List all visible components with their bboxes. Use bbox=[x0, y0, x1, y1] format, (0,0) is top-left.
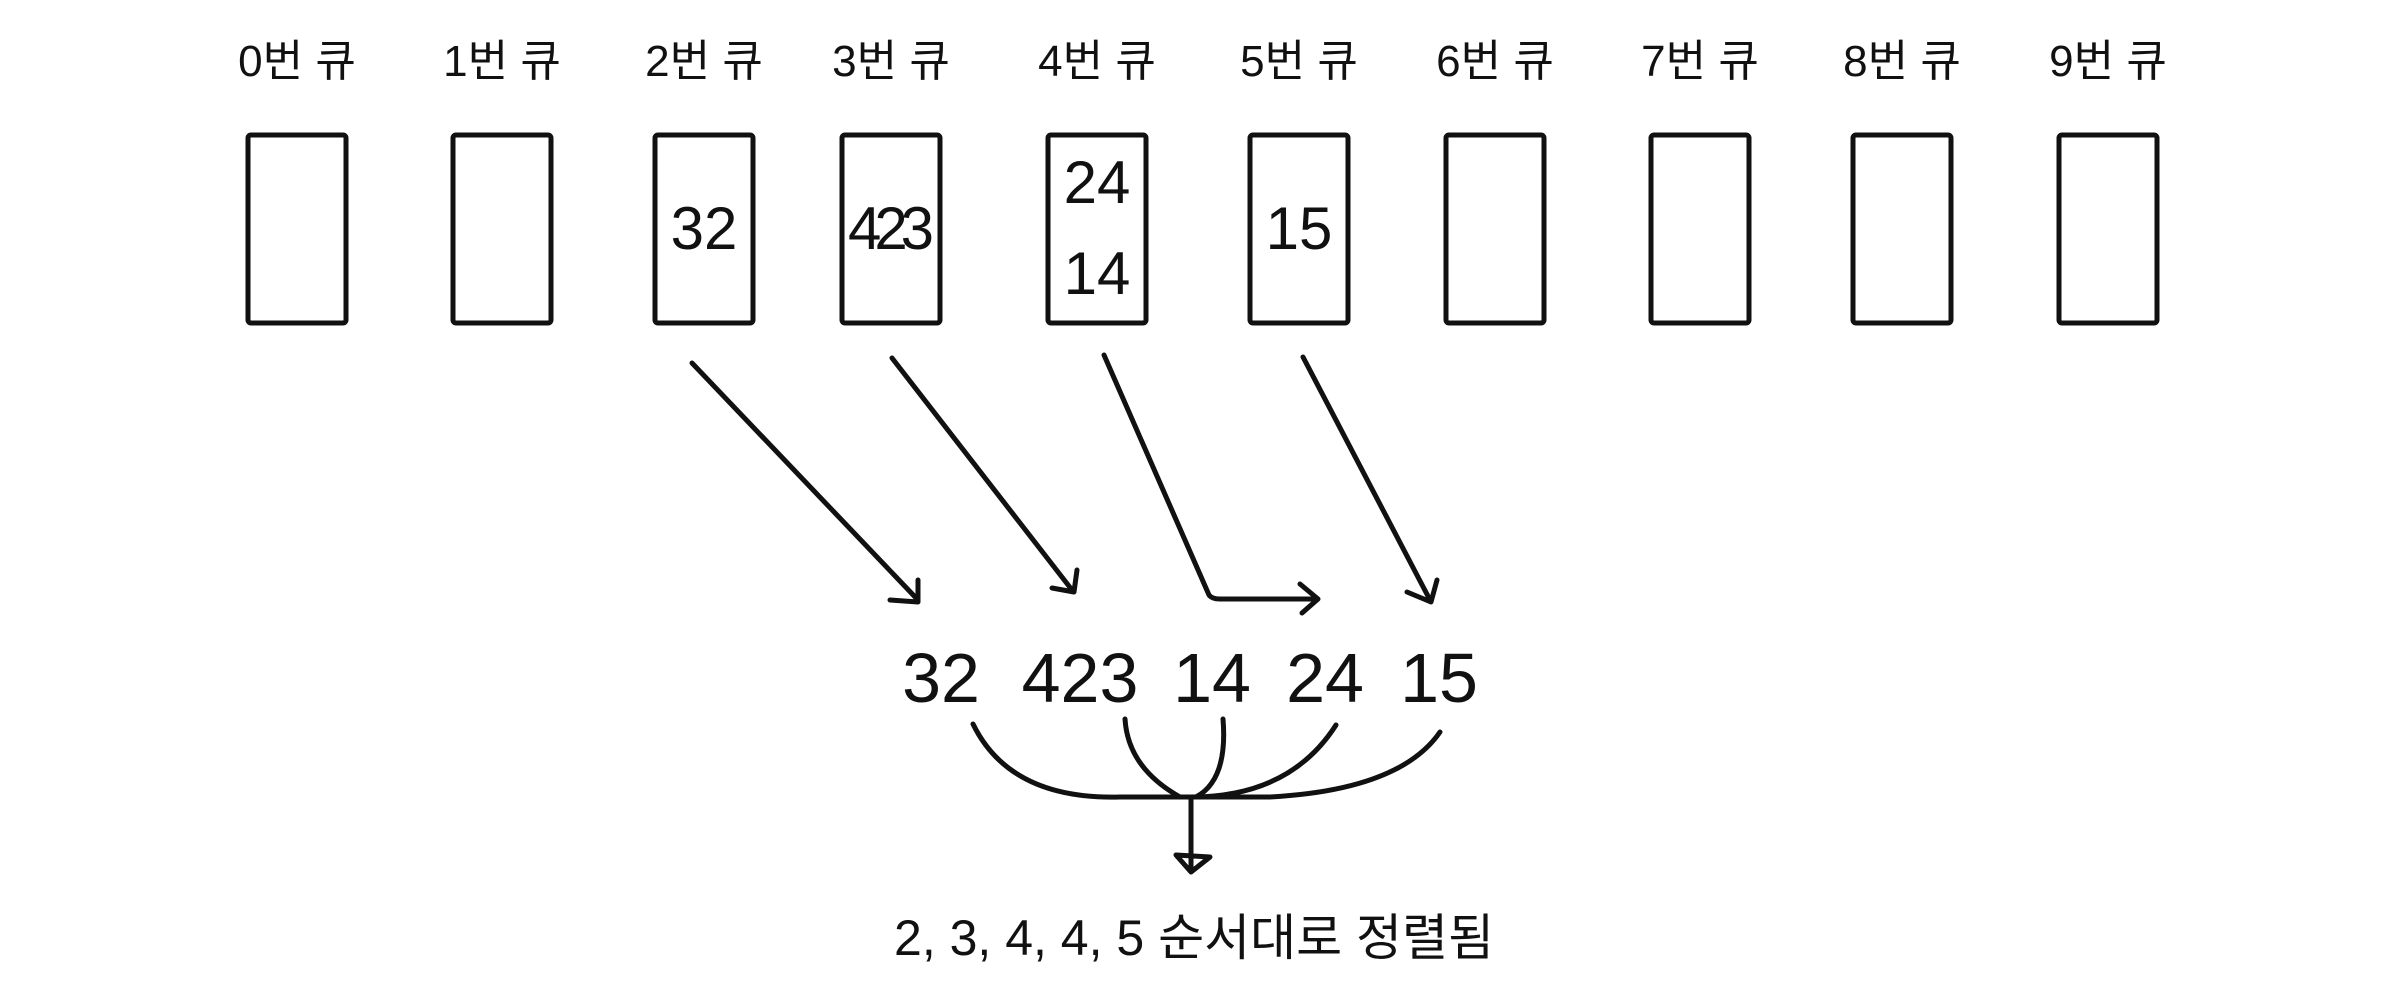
queue-box bbox=[839, 132, 943, 326]
queue-label: 5번 큐 bbox=[1240, 37, 1358, 86]
queue-box bbox=[2056, 132, 2160, 326]
queue-6: 6번 큐 bbox=[1436, 37, 1554, 326]
queue-box bbox=[245, 132, 349, 326]
queue-item: 32 bbox=[671, 195, 738, 262]
output-item: 15 bbox=[1400, 639, 1478, 717]
queue-label: 7번 큐 bbox=[1641, 37, 1759, 86]
arrow-queue-5 bbox=[1300, 354, 1440, 605]
merge-curve bbox=[1188, 729, 1443, 800]
queue-3: 3번 큐 423 bbox=[832, 37, 950, 326]
queue-label: 4번 큐 bbox=[1038, 37, 1156, 86]
queue-label: 9번 큐 bbox=[2049, 37, 2167, 86]
queue-label: 6번 큐 bbox=[1436, 37, 1554, 86]
output-item: 423 bbox=[1022, 639, 1139, 717]
queue-box bbox=[1443, 132, 1547, 326]
queue-5: 5번 큐 15 bbox=[1240, 37, 1358, 326]
queue-box bbox=[1850, 132, 1954, 326]
queue-box bbox=[652, 132, 756, 326]
queue-item: 15 bbox=[1266, 195, 1333, 262]
queue-item: 24 bbox=[1064, 149, 1131, 216]
queue-1: 1번 큐 bbox=[443, 37, 561, 326]
merge-curve bbox=[970, 721, 1194, 800]
merge-curve bbox=[1188, 722, 1339, 800]
queue-7: 7번 큐 bbox=[1641, 37, 1759, 326]
queue-item: 423 bbox=[848, 195, 934, 262]
merge-curve bbox=[1122, 716, 1183, 800]
output-item: 24 bbox=[1286, 639, 1364, 717]
queue-label: 0번 큐 bbox=[238, 37, 356, 86]
queue-box bbox=[450, 132, 554, 326]
output-sequence: 32 423 14 24 15 bbox=[902, 639, 1478, 717]
queue-4: 4번 큐 24 14 bbox=[1038, 37, 1156, 326]
queue-item: 14 bbox=[1064, 240, 1131, 307]
queue-label: 8번 큐 bbox=[1843, 37, 1961, 86]
queue-label: 2번 큐 bbox=[645, 37, 763, 86]
caption: 2, 3, 4, 4, 5 순서대로 정렬됨 bbox=[894, 910, 1494, 966]
queues: 0번 큐 1번 큐 2번 큐 32 3번 큐 423 4번 큐 24 14 5번 큐 15 6번 큐 7… bbox=[238, 37, 2167, 326]
down-arrow bbox=[1173, 794, 1213, 875]
queue-label: 1번 큐 bbox=[443, 37, 561, 86]
arrow-queue-3 bbox=[889, 355, 1080, 595]
queue-9: 9번 큐 bbox=[2049, 37, 2167, 326]
queue-2: 2번 큐 32 bbox=[645, 37, 763, 326]
arrow-queue-4 bbox=[1101, 352, 1321, 616]
dequeue-arrows bbox=[689, 352, 1440, 616]
output-item: 14 bbox=[1173, 639, 1251, 717]
merge-curve bbox=[1193, 716, 1227, 800]
output-item: 32 bbox=[902, 639, 980, 717]
arrow-queue-2 bbox=[689, 360, 921, 605]
merge-curves bbox=[970, 716, 1443, 875]
queue-0: 0번 큐 bbox=[238, 37, 356, 326]
queue-label: 3번 큐 bbox=[832, 37, 950, 86]
queue-box bbox=[1247, 132, 1351, 326]
queue-box bbox=[1648, 132, 1752, 326]
queue-8: 8번 큐 bbox=[1843, 37, 1961, 326]
queue-box bbox=[1045, 132, 1149, 326]
